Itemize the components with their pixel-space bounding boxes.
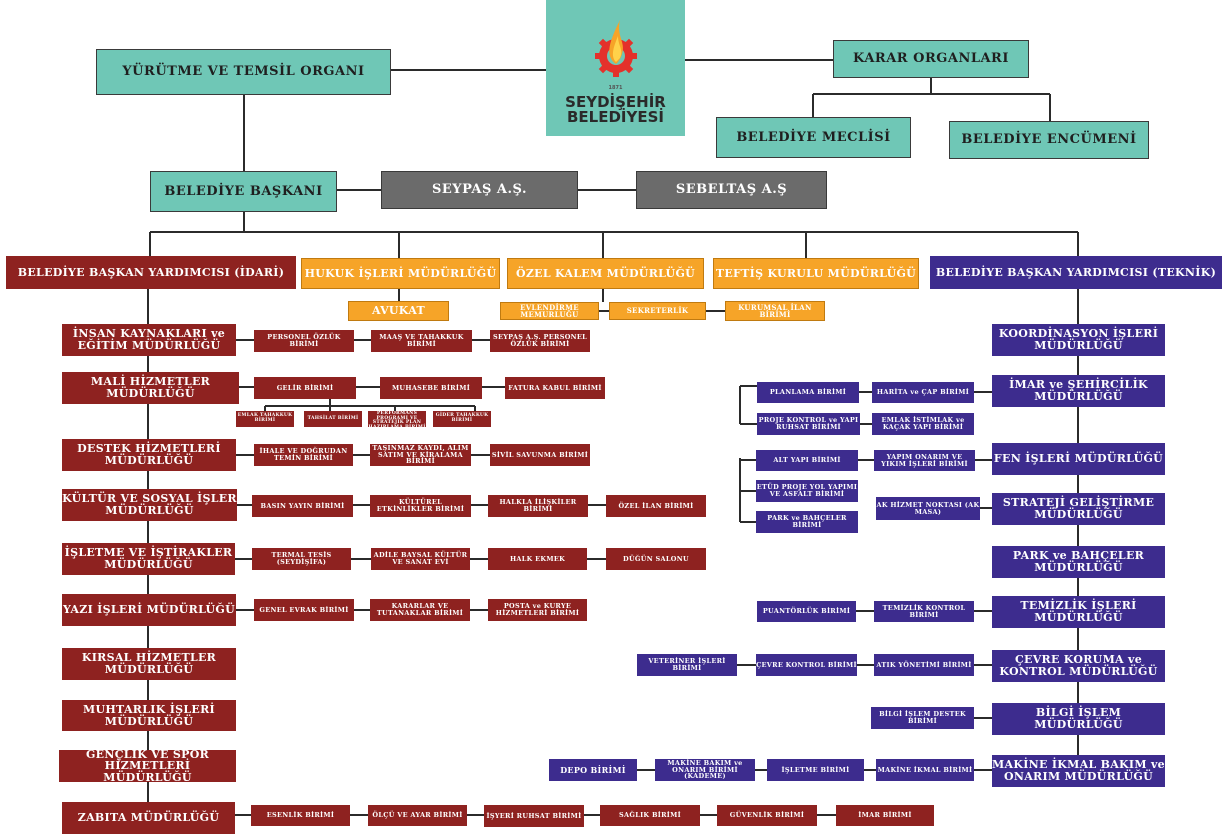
cul-unit-events: KÜLTÜREL ETKİNLİKLER BİRİMİ: [370, 495, 471, 517]
works-directorate: FEN İŞLERİ MÜDÜRLÜĞÜ: [992, 443, 1165, 475]
fin-unit-expense: GİDER TAHAKKUK BİRİMİ: [433, 411, 491, 427]
tech-deputy-mayor-box: BELEDİYE BAŞKAN YARDIMCISI (TEKNİK): [930, 256, 1222, 289]
zoning-directorate: İMAR ve ŞEHİRCİLİK MÜDÜRLÜĞÜ: [992, 375, 1165, 407]
hr-unit-personnel: PERSONEL ÖZLÜK BİRİMİ: [254, 330, 354, 352]
corporate-announcement-box: KURUMSAL İLAN BİRİMİ: [725, 301, 825, 321]
hr-unit-seypas: SEYPAŞ A.Ş. PERSONEL ÖZLÜK BİRİMİ: [490, 330, 590, 352]
sup-unit-real-estate: TAŞINMAZ KAYDI, ALIM SATIM VE KİRALAMA B…: [370, 444, 471, 466]
zon-unit-map: HARİTA ve ÇAP BİRİMİ: [872, 382, 974, 403]
pol-unit-health: SAĞLIK BİRİMİ: [600, 805, 700, 826]
flame-gear-logo-icon: [594, 20, 637, 77]
rural-directorate: KIRSAL HİZMETLER MÜDÜRLÜĞÜ: [62, 648, 236, 680]
secretariat-box: SEKRETERLİK: [609, 302, 706, 320]
mac-unit-operation: İŞLETME BİRİMİ: [767, 759, 864, 781]
zon-unit-expropriation: EMLAK İSTİMLAK ve KAÇAK YAPI BİRİMİ: [872, 413, 974, 435]
bus-unit-thermal: TERMAL TESİS (SEYDİŞİFA): [252, 548, 351, 570]
cle-unit-timekeeping: PUANTÖRLÜK BİRİMİ: [757, 601, 856, 622]
coordination-directorate: KOORDİNASYON İŞLERİ MÜDÜRLÜĞÜ: [992, 324, 1165, 356]
bus-unit-culture-house: ADİLE BAYSAL KÜLTÜR VE SANAT EVİ: [371, 548, 470, 570]
zon-unit-planning: PLANLAMA BİRİMİ: [757, 382, 859, 403]
wri-unit-decisions: KARARLAR VE TUTANAKLAR BİRİMİ: [370, 599, 470, 621]
legal-affairs-box: HUKUK İŞLERİ MÜDÜRLÜĞÜ: [301, 258, 500, 289]
admin-deputy-mayor-box: BELEDİYE BAŞKAN YARDIMCISI (İDARİ): [6, 256, 296, 289]
finance-directorate: MALİ HİZMETLER MÜDÜRLÜĞÜ: [62, 372, 239, 404]
wor-unit-road: ETÜD PROJE YOL YAPIMI VE ASFALT BİRİMİ: [756, 480, 858, 502]
mayor-box: BELEDİYE BAŞKANI: [150, 171, 337, 212]
hr-directorate: İNSAN KAYNAKLARI ve EĞİTİM MÜDÜRLÜĞÜ: [62, 324, 236, 356]
marriage-office-box: EVLENDİRME MEMURLUĞU: [500, 302, 599, 320]
env-unit-waste: ATIK YÖNETİMİ BİRİMİ: [874, 654, 974, 676]
fin-unit-invoice: FATURA KABUL BİRİMİ: [505, 377, 605, 399]
seypas-box: SEYPAŞ A.Ş.: [381, 171, 578, 209]
headman-directorate: MUHTARLIK İŞLERİ MÜDÜRLÜĞÜ: [62, 700, 236, 731]
it-unit-support: BİLGİ İŞLEM DESTEK BİRİMİ: [871, 707, 974, 729]
fin-unit-accounting: MUHASEBE BİRİMİ: [380, 377, 482, 399]
pol-unit-zoning: İMAR BİRİMİ: [836, 805, 934, 826]
mac-unit-repair: MAKİNE BAKIM ve ONARIM BİRİMİ (KADEME): [655, 759, 755, 781]
culture-directorate: KÜLTÜR VE SOSYAL İŞLER MÜDÜRLÜĞÜ: [62, 489, 237, 521]
inspection-board-box: TEFTİŞ KURULU MÜDÜRLÜĞÜ: [713, 258, 919, 289]
mac-unit-depot: DEPO BİRİMİ: [549, 759, 637, 781]
sebeltas-box: SEBELTAŞ A.Ş: [636, 171, 827, 209]
sup-unit-tender: İHALE VE DOĞRUDAN TEMİN BİRİMİ: [254, 444, 353, 466]
environment-directorate: ÇEVRE KORUMA ve KONTROL MÜDÜRLÜĞÜ: [992, 650, 1165, 682]
wor-unit-parks: PARK ve BAHÇELER BİRİMİ: [756, 511, 858, 533]
fin-unit-estate-accrual: EMLAK TAHAKKUK BİRİMİ: [236, 411, 294, 427]
cleaning-directorate: TEMİZLİK İŞLERİ MÜDÜRLÜĞÜ: [992, 596, 1165, 628]
cul-unit-press: BASIN YAYIN BİRİMİ: [252, 495, 353, 517]
it-directorate: BİLGİ İŞLEM MÜDÜRLÜĞÜ: [992, 703, 1165, 735]
parks-directorate: PARK ve BAHÇELER MÜDÜRLÜĞÜ: [992, 546, 1165, 578]
lawyer-box: AVUKAT: [348, 301, 449, 321]
business-directorate: İŞLETME VE İŞTİRAKLER MÜDÜRLÜĞÜ: [62, 543, 235, 575]
support-directorate: DESTEK HİZMETLERİ MÜDÜRLÜĞÜ: [62, 439, 236, 471]
pol-unit-license: İŞYERİ RUHSAT BİRİMİ: [484, 805, 584, 827]
cle-unit-control: TEMİZLİK KONTROL BİRİMİ: [874, 601, 974, 622]
logo-year: 1871: [608, 85, 623, 91]
bus-unit-bread: HALK EKMEK: [488, 548, 587, 570]
writing-directorate: YAZI İŞLERİ MÜDÜRLÜĞÜ: [62, 594, 236, 626]
wri-unit-documents: GENEL EVRAK BİRİMİ: [254, 599, 354, 621]
hr-unit-salary: MAAŞ VE TAHAKKUK BİRİMİ: [371, 330, 472, 352]
fin-unit-collection: TAHSİLAT BİRİMİ: [304, 411, 362, 427]
pol-unit-security: GÜVENLİK BİRİMİ: [717, 805, 817, 826]
cul-unit-announcement: ÖZEL İLAN BİRİMİ: [606, 495, 706, 517]
private-office-box: ÖZEL KALEM MÜDÜRLÜĞÜ: [507, 258, 704, 289]
pol-unit-measure: ÖLÇÜ VE AYAR BİRİMİ: [368, 805, 467, 826]
municipal-committee-box: BELEDİYE ENCÜMENİ: [949, 121, 1149, 159]
env-unit-vet: VETERİNER İŞLERİ BİRİMİ: [637, 654, 737, 676]
logo-name-line2: BELEDİYESİ: [566, 108, 664, 126]
sup-unit-civil-defense: SİVİL SAVUNMA BİRİMİ: [490, 444, 590, 466]
strategy-directorate: STRATEJİ GELİŞTİRME MÜDÜRLÜĞÜ: [992, 493, 1165, 525]
cul-unit-pr: HALKLA İLİŞKİLER BİRİMİ: [488, 495, 588, 517]
zon-unit-project-control: PROJE KONTROL ve YAPI RUHSAT BİRİMİ: [757, 413, 860, 435]
pol-unit-peace: ESENLİK BİRİMİ: [251, 805, 350, 826]
municipality-logo: 1871 SEYDİŞEHİR BELEDİYESİ: [546, 0, 685, 136]
executive-organ-box: YÜRÜTME VE TEMSİL ORGANI: [96, 49, 391, 95]
fin-unit-revenue: GELİR BİRİMİ: [254, 377, 356, 399]
env-unit-control: ÇEVRE KONTROL BİRİMİ: [756, 654, 857, 676]
str-unit-ak-desk: AK HİZMET NOKTASI (AK MASA): [876, 497, 980, 520]
youth-directorate: GENÇLİK VE SPOR HİZMETLERİ MÜDÜRLÜĞÜ: [59, 750, 236, 782]
fin-unit-budget: BÜTÇE PERFORMANS PROGRAMI VE STRATEJİK P…: [368, 411, 426, 427]
logo-name-line1: SEYDİŞEHİR: [565, 93, 666, 111]
machine-directorate: MAKİNE İKMAL BAKIM ve ONARIM MÜDÜRLÜĞÜ: [992, 755, 1165, 787]
municipal-council-box: BELEDİYE MECLİSİ: [716, 117, 911, 158]
wor-unit-infrastructure: ALT YAPI BİRİMİ: [756, 450, 858, 471]
wor-unit-construction: YAPIM ONARIM VE YIKIM İŞLERİ BİRİMİ: [874, 450, 975, 471]
decision-organs-box: KARAR ORGANLARI: [833, 40, 1029, 78]
mac-unit-supply: MAKİNE İKMAL BİRİMİ: [876, 759, 974, 781]
police-directorate: ZABITA MÜDÜRLÜĞÜ: [62, 802, 235, 834]
bus-unit-wedding-hall: DÜĞÜN SALONU: [606, 548, 706, 570]
wri-unit-post: POSTA ve KURYE HİZMETLERİ BİRİMİ: [488, 599, 587, 621]
